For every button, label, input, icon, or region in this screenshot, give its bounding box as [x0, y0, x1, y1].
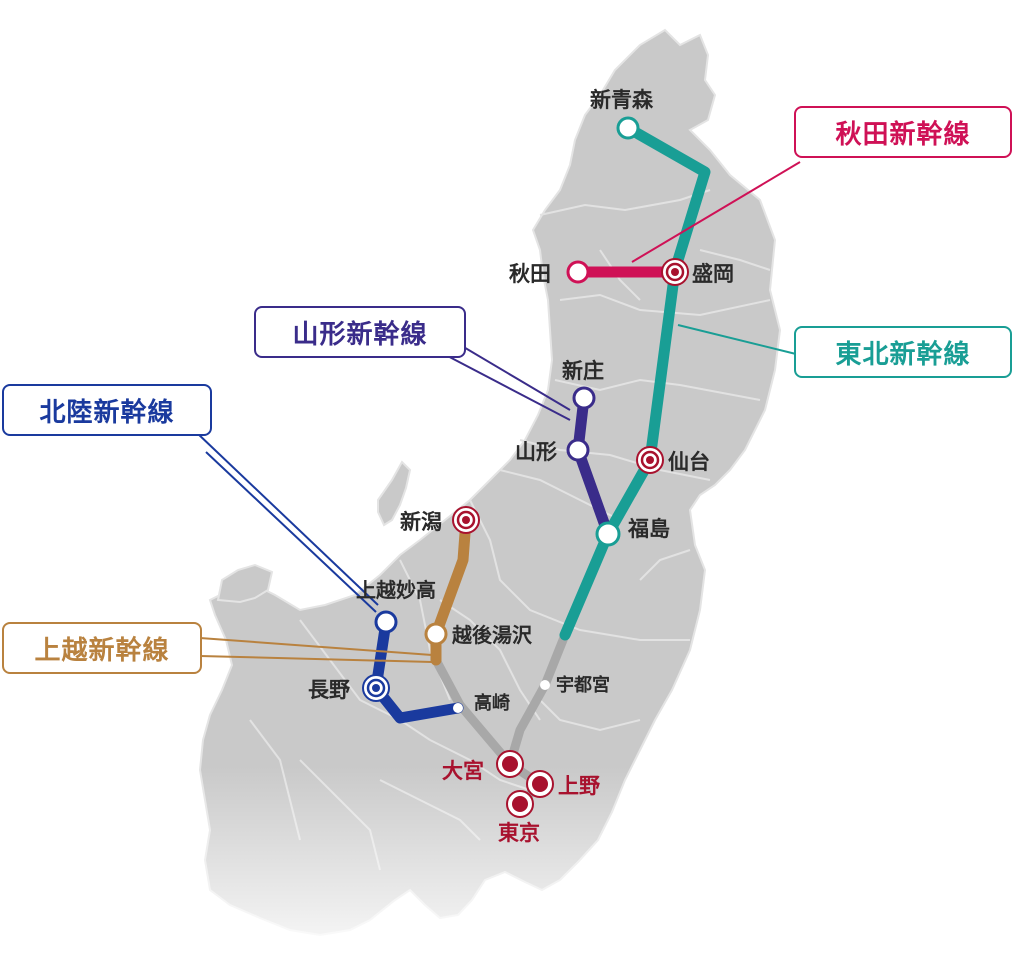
station-marker-akita[interactable]	[566, 260, 590, 284]
label-utsunomiya: 宇都宮	[556, 674, 610, 696]
station-marker-ueno[interactable]	[526, 770, 554, 798]
hokuriku-leader-2	[205, 451, 377, 613]
joetsu-leader-1	[199, 637, 433, 656]
station-labels: 新青森 秋田 盛岡 新庄 山形 仙台 福島 新潟 上越妙高 越後湯沢 長野 高崎…	[308, 88, 734, 845]
station-marker-shin-aomori[interactable]	[616, 116, 640, 140]
tohoku-shinkansen-label[interactable]: 東北新幹線	[794, 326, 1012, 378]
joetsu-route-line	[430, 514, 472, 666]
akita-shinkansen-label[interactable]: 秋田新幹線	[794, 106, 1012, 158]
station-marker-fukushima[interactable]	[595, 521, 621, 547]
station-markers	[362, 116, 689, 818]
station-marker-omiya[interactable]	[496, 750, 524, 778]
label-echigo-yuzawa: 越後湯沢	[451, 623, 533, 647]
label-joetsu-myoko: 上越妙高	[356, 578, 436, 602]
label-akita: 秋田	[509, 262, 551, 286]
tohoku-route-line	[559, 122, 711, 641]
station-marker-yamagata[interactable]	[566, 438, 590, 462]
station-marker-morioka[interactable]	[661, 258, 689, 286]
akita-leader	[631, 161, 801, 263]
hokuriku-shinkansen-label[interactable]: 北陸新幹線	[2, 384, 212, 436]
station-marker-echigo-yuzawa[interactable]	[424, 622, 448, 646]
label-tokyo: 東京	[498, 821, 540, 845]
label-yamagata: 山形	[515, 440, 557, 464]
station-marker-tokyo[interactable]	[506, 790, 534, 818]
label-niigata: 新潟	[400, 510, 442, 534]
hokuriku-leader-1	[195, 431, 379, 606]
station-marker-shinjo[interactable]	[572, 386, 596, 410]
joetsu-leader-2	[199, 655, 433, 663]
tohoku-leader	[677, 324, 801, 356]
label-fukushima: 福島	[627, 517, 670, 541]
station-marker-niigata[interactable]	[452, 506, 480, 534]
station-marker-utsunomiya[interactable]	[540, 680, 550, 690]
label-takasaki: 高崎	[474, 692, 510, 714]
station-marker-sendai[interactable]	[636, 446, 664, 474]
label-sendai: 仙台	[668, 450, 710, 474]
hokuriku-route-line	[370, 616, 464, 724]
routes	[370, 122, 711, 809]
yamagata-shinkansen-label[interactable]: 山形新幹線	[254, 306, 466, 358]
station-marker-takasaki[interactable]	[453, 703, 463, 713]
label-nagano: 長野	[308, 678, 350, 702]
label-ueno: 上野	[558, 774, 600, 798]
label-omiya: 大宮	[442, 759, 484, 783]
joetsu-shinkansen-label[interactable]: 上越新幹線	[2, 622, 202, 674]
label-shinjo: 新庄	[562, 359, 604, 383]
label-shin-aomori: 新青森	[590, 88, 654, 112]
station-marker-nagano[interactable]	[362, 674, 390, 702]
station-marker-joetsu-myoko[interactable]	[374, 610, 398, 634]
label-morioka: 盛岡	[692, 262, 734, 286]
yamagata-leader-2	[439, 351, 571, 421]
